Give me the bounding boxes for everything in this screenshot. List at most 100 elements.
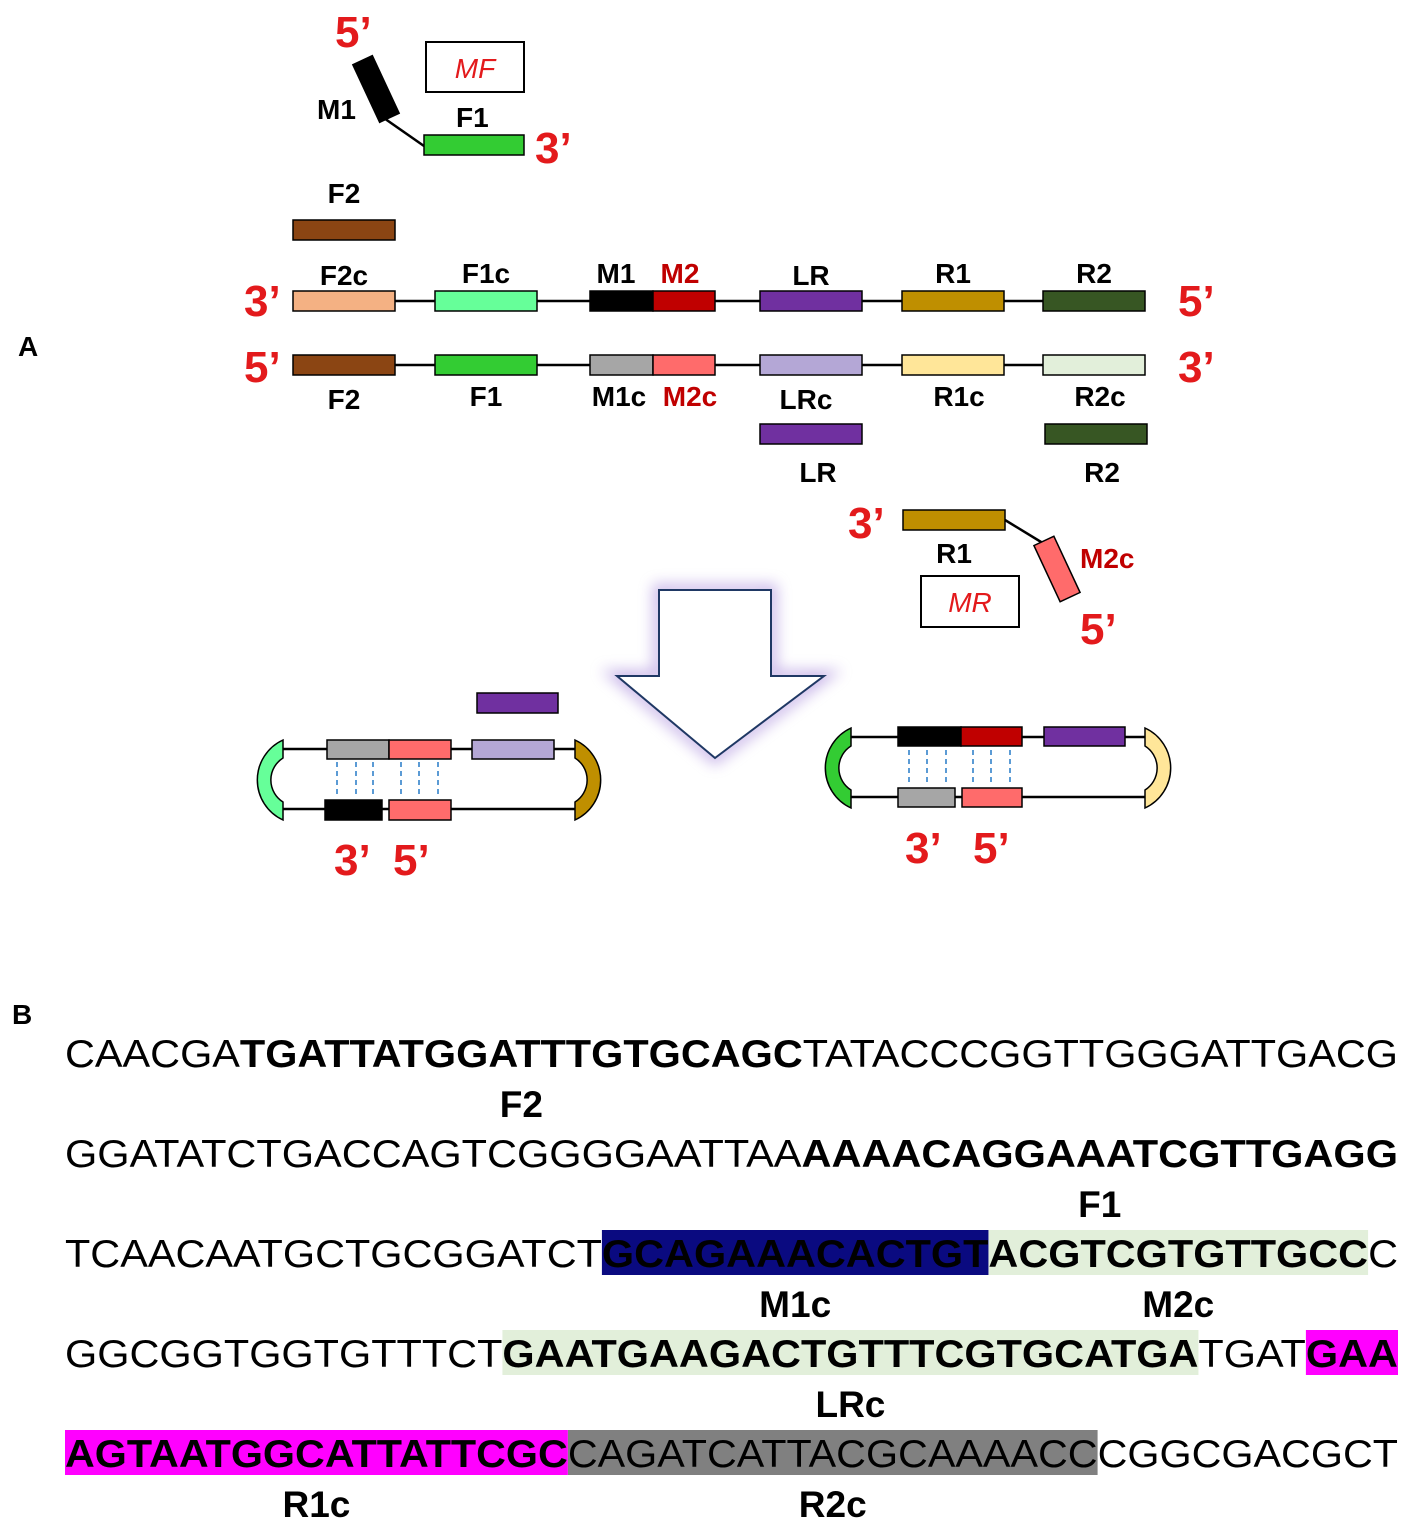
primer-mr: 3’ R1 M2c 5’ MR bbox=[848, 499, 1134, 654]
sequence-label: M2c bbox=[1142, 1284, 1214, 1325]
mf-linker bbox=[380, 114, 425, 148]
mr-m2c-label: M2c bbox=[1080, 543, 1134, 574]
left-m1c-top bbox=[326, 739, 390, 760]
sequence-run: TCAACAATGCTGCGGATCT bbox=[65, 1233, 602, 1276]
mf-box bbox=[425, 41, 525, 93]
top-f2c-segment bbox=[292, 290, 396, 312]
top-f1c-label: F1c bbox=[462, 258, 510, 289]
top-r2-label: R2 bbox=[1076, 258, 1112, 289]
primer-r2: R2 bbox=[1044, 423, 1148, 488]
bottom-strand-right-end: 3’ bbox=[1178, 343, 1215, 392]
bottom-r2c-segment bbox=[1042, 354, 1146, 376]
panel-b-label: B bbox=[12, 999, 32, 1030]
sequence-run: TGAT bbox=[1198, 1333, 1305, 1376]
bottom-lrc-segment bbox=[759, 354, 863, 376]
left-5prime-label: 5’ bbox=[393, 836, 430, 885]
top-m1-label: M1 bbox=[597, 258, 636, 289]
top-f1c-segment bbox=[434, 290, 538, 312]
bottom-f1-label: F1 bbox=[470, 381, 503, 412]
sequence-run: GAA bbox=[1306, 1333, 1398, 1376]
sequence-highlight bbox=[65, 1430, 568, 1475]
top-strand-left-end: 3’ bbox=[244, 277, 281, 326]
right-base-pairs bbox=[908, 750, 1011, 786]
sequence-run: CAGATCATTACGCAAAACC bbox=[568, 1433, 1098, 1476]
mf-3prime-label: 3’ bbox=[535, 124, 572, 173]
sequence-highlight bbox=[601, 1230, 989, 1275]
mr-5prime-label: 5’ bbox=[1080, 605, 1117, 654]
bottom-strand-left-end: 5’ bbox=[244, 343, 281, 392]
left-loop-r1 bbox=[574, 738, 602, 822]
mr-box-label: MR bbox=[948, 587, 992, 618]
top-f2c-label: F2c bbox=[320, 260, 368, 291]
sequence-highlight bbox=[567, 1430, 1098, 1475]
left-3prime-label: 3’ bbox=[334, 836, 371, 885]
sequence-label: LRc bbox=[815, 1384, 885, 1425]
primer-mf: 5’ M1 F1 3’ MF bbox=[317, 8, 572, 173]
primer-r2-label: R2 bbox=[1084, 457, 1120, 488]
mr-box bbox=[920, 575, 1020, 628]
primer-lr-segment bbox=[759, 423, 863, 445]
sequence-label: F1 bbox=[1078, 1184, 1121, 1225]
top-m2-segment bbox=[652, 290, 716, 312]
mf-f1-segment bbox=[423, 134, 525, 156]
bottom-f2-segment bbox=[292, 354, 396, 376]
sequence-run: GCAGAAACACTGT bbox=[602, 1233, 989, 1276]
mf-f1-label: F1 bbox=[456, 102, 489, 133]
bottom-m1c-segment bbox=[589, 354, 654, 376]
bottom-lrc-label: LRc bbox=[780, 384, 833, 415]
sequence-run: AAAACAGGAAATCGTTGAGG bbox=[801, 1133, 1398, 1176]
bottom-m2c-segment bbox=[652, 354, 716, 376]
top-lr-label: LR bbox=[792, 260, 829, 291]
top-strand-right-end: 5’ bbox=[1178, 277, 1215, 326]
mr-m2c-segment bbox=[1032, 535, 1082, 603]
sequence-label: M1c bbox=[759, 1284, 831, 1325]
bottom-f1-segment bbox=[434, 354, 538, 376]
sequence-run: GGCGGTGGTGTTTCT bbox=[65, 1333, 502, 1376]
right-m1c-bottom bbox=[897, 787, 956, 808]
top-m1-segment bbox=[589, 290, 654, 312]
sequence-highlight bbox=[1305, 1330, 1398, 1375]
left-base-pairs bbox=[336, 762, 439, 798]
mf-box-label: MF bbox=[455, 53, 497, 84]
mf-m1-segment bbox=[351, 54, 401, 124]
bottom-m1c-label: M1c bbox=[592, 381, 646, 412]
right-loop-r1c bbox=[1144, 726, 1172, 810]
sequence-run: ACGTCGTGTTGCC bbox=[988, 1233, 1368, 1276]
right-loop-f1 bbox=[824, 726, 852, 810]
right-3prime-label: 3’ bbox=[905, 824, 942, 873]
product-left: 3’ 5’ bbox=[256, 692, 602, 885]
primer-f2-segment bbox=[292, 219, 396, 241]
sequence-run: TATACCCGGTTGGGATTGACG bbox=[803, 1033, 1398, 1076]
sequence-run: CAACGA bbox=[65, 1033, 240, 1076]
bottom-m2c-label: M2c bbox=[663, 381, 717, 412]
left-lrc-top bbox=[471, 739, 555, 760]
sequence-run: C bbox=[1368, 1233, 1398, 1276]
right-m2c-bottom bbox=[961, 787, 1023, 808]
bottom-f2-label: F2 bbox=[328, 384, 361, 415]
top-m2-label: M2 bbox=[661, 258, 700, 289]
sequence-run: GAATGAAGACTGTTTCGTGCATGA bbox=[502, 1333, 1198, 1376]
panel-a-label: A bbox=[18, 331, 38, 362]
sequence-highlight bbox=[988, 1230, 1369, 1275]
bottom-strand: 5’ 3’ F2 F1 M1c M2c LRc R1c R2c bbox=[244, 343, 1215, 415]
sequence-run: GGATATCTGACCAGTCGGGGAATTAA bbox=[65, 1133, 801, 1176]
primer-lr-label: LR bbox=[799, 457, 836, 488]
left-m2c-top bbox=[388, 739, 452, 760]
mr-r1-label: R1 bbox=[936, 538, 972, 569]
right-lr-top bbox=[1043, 726, 1126, 747]
mf-5prime-label: 5’ bbox=[335, 8, 372, 57]
mr-3prime-label: 3’ bbox=[848, 499, 885, 548]
left-lr-primer bbox=[476, 692, 559, 714]
product-right: 3’ 5’ bbox=[824, 726, 1172, 873]
left-m1-bottom bbox=[324, 799, 383, 821]
down-arrow bbox=[600, 584, 842, 766]
right-m2-top bbox=[960, 726, 1023, 747]
